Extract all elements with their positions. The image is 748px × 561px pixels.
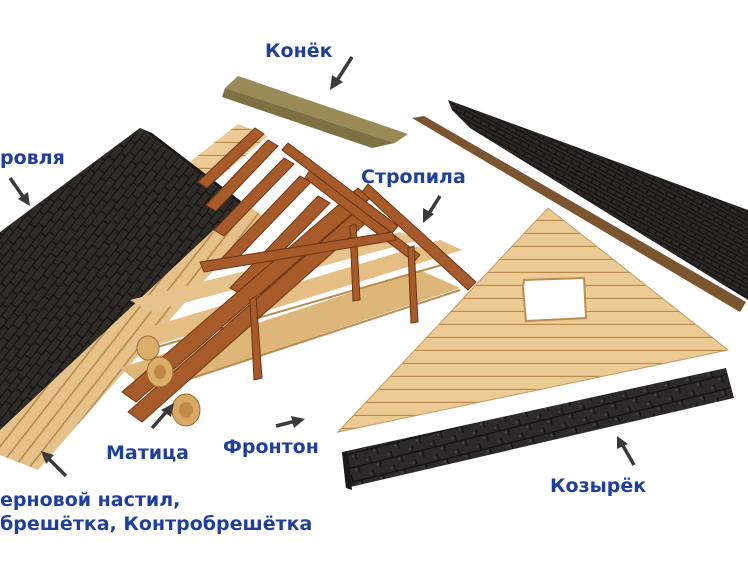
arrow-icon [423, 195, 442, 223]
ridge-piece [222, 76, 408, 148]
tie-beam-label: Матица [106, 442, 189, 464]
rafter-frame [121, 127, 477, 423]
eave-strip [342, 368, 734, 490]
rafters-label: Стропила [361, 166, 466, 188]
right-roof-shingles [448, 100, 748, 300]
arrow-icon [330, 56, 354, 90]
ridge-label: Конёк [265, 40, 333, 62]
arrow-icon [41, 451, 68, 478]
arrow-icon [8, 176, 30, 206]
tie-beam-logs [136, 335, 201, 427]
watermark-text: Avito [672, 521, 737, 551]
gable-label: Фронтон [223, 436, 319, 458]
eave-label: Козырёк [550, 475, 647, 497]
decking-label-line2: брешётка, Контробрешётка [0, 513, 313, 535]
avito-logo-icon [642, 520, 672, 551]
gable-panel [336, 207, 730, 433]
right-sheathing [412, 116, 746, 312]
arrow-icon [617, 436, 636, 466]
arrow-icon [150, 403, 174, 430]
arrow-icon [275, 416, 305, 428]
roofing-label: ровля [0, 147, 65, 169]
decking-label-line1: ерновой настил, [0, 489, 181, 511]
